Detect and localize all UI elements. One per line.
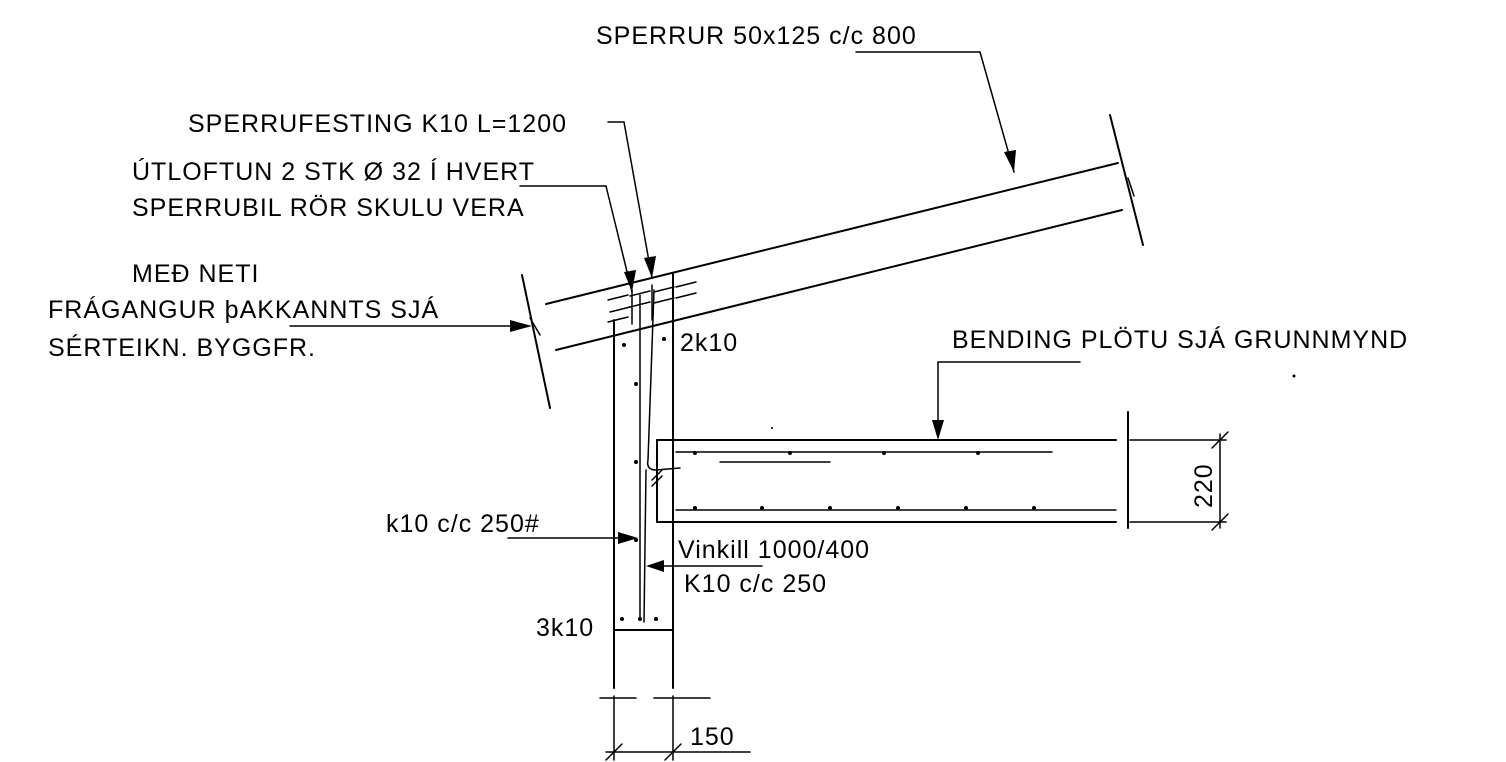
rafter-break-line-right	[1109, 114, 1144, 246]
rafter-break-line-left	[521, 274, 551, 409]
fascia-arrowhead	[510, 320, 532, 332]
angle-bar-bend	[646, 289, 681, 471]
slab-bending-leader	[937, 361, 1081, 435]
hatch-mark	[653, 286, 675, 293]
rebar-dot	[634, 538, 638, 542]
slab	[656, 411, 1129, 529]
hatch-mark	[607, 316, 629, 323]
angle-bar-vertical	[643, 469, 647, 623]
hatch-mark	[675, 292, 697, 299]
wall-mesh-label: k10 c/c 250#	[386, 510, 540, 538]
scan-speck	[1292, 374, 1296, 378]
wall-mesh-arrowhead	[618, 532, 638, 544]
fascia-label-line2: SÉRTEIKN. BYGGFR.	[48, 333, 316, 362]
hatch-mark	[653, 297, 675, 304]
dim-tick	[1211, 431, 1229, 449]
scan-speck	[771, 427, 773, 429]
rebar-dot	[634, 382, 638, 386]
vent-label-line2: SPERRUBIL RÖR SKULU VERA	[132, 194, 525, 222]
angle-bar-arrowhead	[646, 560, 664, 572]
rebar-dot	[760, 506, 764, 510]
rebar-dot	[964, 506, 968, 510]
rafter-fixing-arrowhead	[644, 256, 656, 278]
dimension-wall-thickness: 150	[599, 695, 751, 761]
vent-label-line1: ÚTLOFTUN 2 STK Ø 32 Í HVERT	[132, 157, 535, 186]
rebar-dot	[634, 460, 638, 464]
slab-bending-label: BENDING PLÖTU SJÁ GRUNNMYND	[952, 325, 1408, 354]
rebar-dot	[882, 451, 886, 455]
vent-arrowhead	[624, 270, 636, 292]
rebar-dot	[693, 451, 697, 455]
rafter-fixing-label: SPERRUFESTING K10 L=1200	[188, 110, 567, 138]
vent-label-line3: MEÐ NETI	[132, 260, 259, 288]
slab-bending-arrowhead	[932, 420, 944, 440]
rebar-dot	[638, 617, 642, 621]
rebar-dot	[1032, 506, 1036, 510]
rafter-fixing-leader	[607, 121, 653, 279]
rebar-dot	[622, 343, 626, 347]
rebar-dot	[896, 506, 900, 510]
dim-tick	[664, 743, 682, 761]
angle-bar-label: Vinkill 1000/400	[678, 536, 870, 564]
rebar-dot	[976, 451, 980, 455]
rafter-break-mark-left	[529, 317, 541, 336]
slab-thickness-label: 220	[1190, 463, 1218, 508]
rebar-dot	[828, 506, 832, 510]
hatch-mark	[609, 306, 631, 313]
hatch-mark	[629, 290, 651, 297]
top-bars-label: 2k10	[680, 329, 738, 357]
angle-bar-spacing-label: K10 c/c 250	[684, 570, 827, 598]
rebar-dot	[620, 617, 624, 621]
rebar-dot	[788, 451, 792, 455]
rafters-label: SPERRUR 50x125 c/c 800	[596, 22, 917, 50]
rafter	[521, 114, 1144, 409]
bottom-bars-label: 3k10	[536, 614, 594, 642]
hatch-mark	[607, 294, 629, 301]
dim-tick	[1211, 513, 1229, 531]
rafter-top-line	[545, 162, 1119, 305]
wall-thickness-label: 150	[690, 723, 735, 751]
rafters-arrowhead	[1004, 150, 1016, 172]
fascia-label-line1: FRÁGANGUR þAKKANNTS SJÁ	[48, 295, 439, 324]
rafter-fixing-marks	[607, 281, 697, 325]
dim-tick	[605, 743, 623, 761]
rebar-dot	[654, 617, 658, 621]
rebar-dot	[662, 337, 666, 341]
hatch-mark	[675, 281, 697, 288]
rafter-break-mark-right	[1127, 177, 1135, 197]
wall	[613, 273, 681, 689]
dimension-slab-thickness: 220	[1129, 431, 1229, 531]
rafter-bottom-line	[555, 209, 1123, 351]
rebar-dot	[693, 506, 697, 510]
